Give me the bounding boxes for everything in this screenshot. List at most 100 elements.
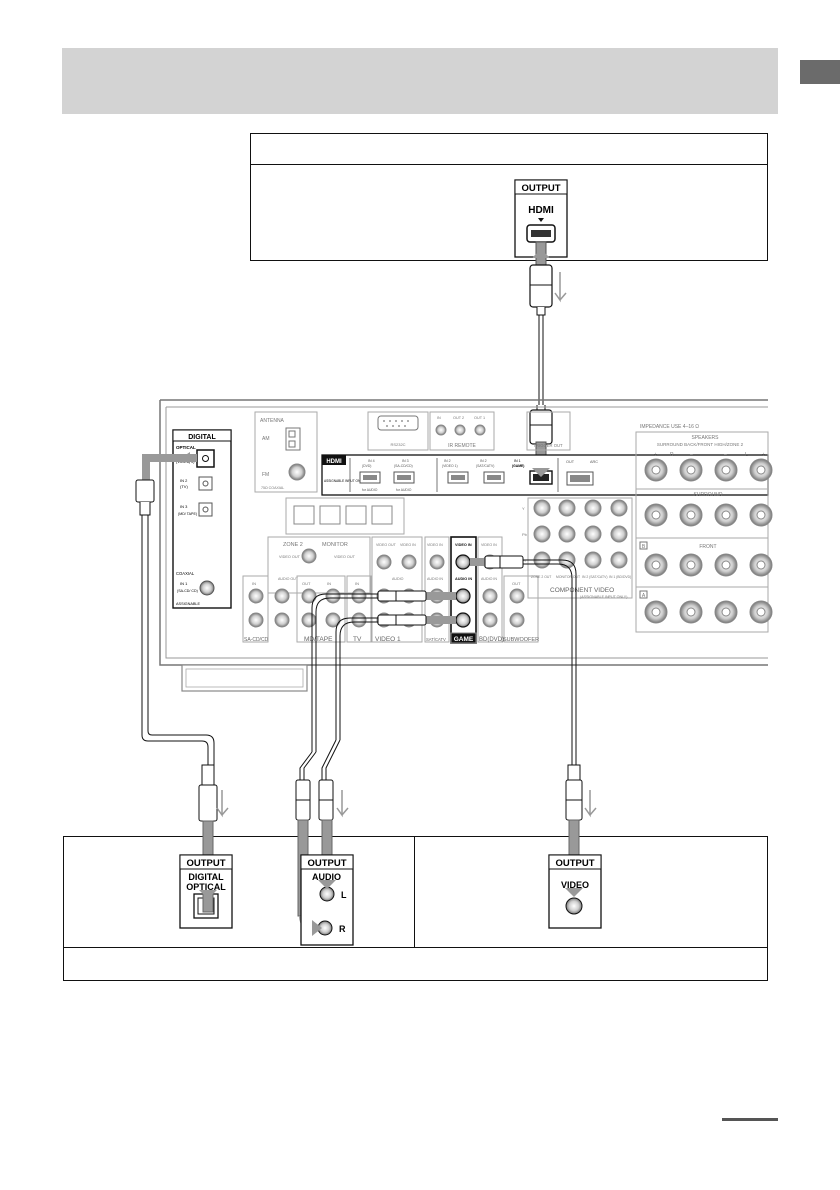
antenna-section: ANTENNA AM FM 75Ω COAXIAL	[254, 411, 318, 493]
digital-title: DIGITAL	[188, 434, 216, 441]
game-audio-in: AUDIO IN	[455, 577, 472, 581]
bd-label: BD(DVD)	[479, 637, 504, 643]
audio-l-jack	[319, 886, 335, 902]
video-cable	[470, 555, 597, 891]
zone2-audio-out: AUDIO OUT	[278, 577, 299, 581]
mdtape-label: MD/TAPE	[304, 636, 333, 643]
sp-l-1: L	[745, 452, 748, 458]
monitor-title: MONITOR	[322, 542, 348, 548]
optical-cable	[135, 454, 229, 897]
bd-audio-in: AUDIO IN	[481, 577, 497, 581]
sp-minus-2: –	[724, 452, 727, 458]
speakers-surround-back: SURROUND BACK/FRONT HIGH/ZONE 2	[657, 442, 744, 447]
digital-coaxial-sub: (SA-CD/ CD)	[177, 589, 198, 593]
video1-video-in: VIDEO IN	[400, 543, 416, 547]
mdtape-out-label: OUT	[302, 581, 311, 586]
receiver-rear-panel	[159, 399, 768, 692]
ir-remote-section: IN OUT 2 OUT 1 IR REMOTE	[429, 411, 495, 451]
bottom-box-footer-line	[64, 947, 767, 948]
hdmi-in2b-sub: (SAT/CATV)	[476, 464, 494, 468]
trigger-out-section: TRIGGER OUT	[526, 411, 571, 451]
speakers-b: B	[642, 544, 646, 550]
hdmi-strip-title: HDMI	[326, 459, 342, 465]
hdmi-in4-audio: for AUDIO	[362, 488, 378, 492]
component-zone2-out: ZONE 2 OUT	[531, 575, 551, 579]
video-output-label: VIDEO	[561, 880, 589, 890]
audio-l-label: L	[341, 890, 347, 900]
source-hdmi-label: HDMI	[528, 205, 554, 216]
satcatv-label: SAT/CATV	[426, 637, 446, 642]
audio-output-heading: OUTPUT	[307, 858, 346, 869]
digital-assignable-label: ASSIGNABLE	[176, 602, 201, 606]
digital-in2-sub: (TV)	[180, 484, 188, 489]
video1-label: VIDEO 1	[375, 636, 401, 643]
mdtape-in-label: IN	[327, 581, 331, 586]
speakers-surround: SURROUND	[694, 492, 723, 498]
tv-label: TV	[353, 636, 362, 643]
digital-optical-label: OPTICAL	[176, 445, 196, 450]
component-monitor-out: MONITOR OUT	[556, 575, 580, 579]
section-header-band	[62, 48, 778, 114]
hdmi-signal-arrow	[554, 272, 567, 303]
lan-ports	[285, 497, 405, 535]
bd-video-in: VIDEO IN	[481, 543, 497, 547]
hdmi-in3-audio: for AUDIO	[396, 488, 412, 492]
hdmi-assignable-label: ASSIGNABLE INPUT ONLY	[324, 479, 365, 483]
hdmi-in2-label: IN 2	[444, 459, 451, 463]
source-device-box	[250, 133, 768, 261]
continued-marker	[722, 1118, 778, 1121]
component-sub: (ASSIGNABLE INPUT ONLY)	[580, 595, 627, 599]
speakers-impedance: IMPEDANCE USE 4–16 Ω	[640, 424, 699, 430]
hdmi-cable	[529, 241, 567, 471]
antenna-am-label: AM	[262, 436, 270, 442]
hdmi-in4-label: IN 4	[368, 459, 375, 463]
speakers-front: FRONT	[699, 544, 716, 550]
hdmi-out-label: OUT	[566, 460, 575, 464]
analog-jack-field: ZONE 2 MONITOR VIDEO OUT VIDEO OUT AUDIO…	[242, 536, 539, 644]
source-output-heading: OUTPUT	[521, 183, 560, 194]
digital-coaxial-in-label: IN 1	[180, 581, 188, 586]
antenna-title: ANTENNA	[260, 418, 285, 424]
antenna-fm-sub: 75Ω COAXIAL	[261, 486, 284, 490]
ir-in-label: IN	[437, 416, 441, 420]
game-video-in: VIDEO IN	[455, 543, 472, 547]
sp-plus-1: +	[654, 452, 657, 458]
ir-out2-label: OUT 2	[453, 416, 464, 420]
digital-coaxial-label: COAXIAL	[176, 571, 195, 576]
digital-in3-label: IN 3	[180, 504, 188, 509]
video-output-heading: OUTPUT	[555, 858, 594, 869]
ir-out1-label: OUT 1	[474, 416, 485, 420]
component-y: Y	[522, 506, 525, 511]
subwoofer-out: OUT	[512, 581, 521, 586]
optical-output-panel: OUTPUT DIGITAL OPTICAL	[179, 854, 233, 929]
audio-output-label: AUDIO	[312, 872, 341, 882]
bottom-devices-box	[63, 836, 768, 981]
speakers-title: SPEAKERS	[692, 435, 720, 441]
hdmi-arc-label: ARC	[590, 460, 598, 464]
sacd-label: SA-CD/CD	[244, 637, 269, 643]
hdmi-in2-sub: (VIDEO 1)	[442, 464, 458, 468]
rs232c-port: RS232C	[367, 411, 429, 451]
component-title: COMPONENT VIDEO	[550, 587, 614, 594]
component-in2: IN 2 (SAT/CATV)	[582, 575, 608, 579]
speaker-terminals-section: IMPEDANCE USE 4–16 Ω SPEAKERS SURROUND B…	[635, 424, 773, 633]
hdmi-in1-sub: (GAME)	[512, 464, 524, 468]
hdmi-in2b-label: IN 2	[480, 459, 487, 463]
sp-r-1: R	[670, 452, 674, 458]
source-device-heading-row	[251, 134, 767, 165]
game-label: GAME	[454, 636, 474, 643]
digital-in3-sub: (MD/ TAPE)	[178, 512, 197, 516]
tv-in-label: IN	[355, 581, 359, 586]
audio-output-panel: OUTPUT AUDIO L R	[300, 854, 354, 946]
trigger-out-label: TRIGGER OUT	[533, 443, 563, 448]
satcatv-video-in: VIDEO IN	[427, 543, 443, 547]
optical-output-line1: DIGITAL	[188, 872, 224, 882]
hdmi-in3-label: IN 3	[402, 459, 409, 463]
optical-output-heading: OUTPUT	[186, 858, 225, 869]
video1-video-out: VIDEO OUT	[376, 543, 397, 547]
zone2-video-out: VIDEO OUT	[279, 555, 301, 559]
video-output-jack	[565, 897, 583, 915]
antenna-fm-label: FM	[262, 472, 269, 478]
game-video-in-jack	[455, 554, 471, 570]
component-in1: IN 1 (BD/DVD)	[609, 575, 631, 579]
